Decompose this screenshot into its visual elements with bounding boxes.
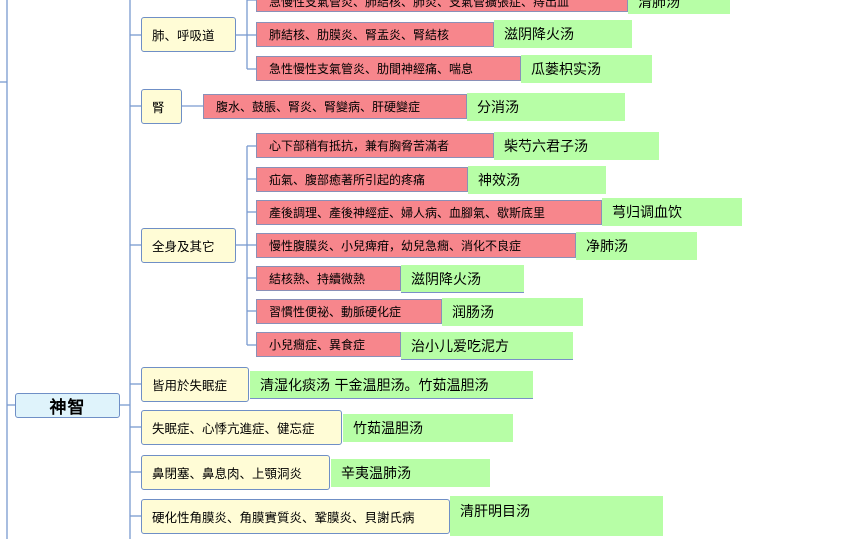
formula-label: 清肝明目汤 [460,504,530,520]
formula-label: 滋阴降火汤 [504,27,574,43]
formula-node[interactable]: 净肺汤 [576,232,697,260]
category-label: 全身及其它 [152,239,215,254]
formula-node[interactable]: 分消汤 [467,93,625,121]
symptom-node[interactable]: 心下部稍有抵抗，兼有胸脅苦滿者 [256,133,494,158]
formula-label: 瓜蒌枳实汤 [531,62,601,78]
symptom-node[interactable]: 慢性腹膜炎、小兒痺疳，幼兒急癇、消化不良症 [256,233,576,258]
symptom-node[interactable]: 急慢性支氣管炎、肺結核、肺炎、支氣管擴張症、痔出血 [256,0,628,12]
formula-node[interactable]: 瓜蒌枳实汤 [521,55,652,83]
root-label: 神智 [49,398,86,418]
formula-node[interactable]: 神效汤 [468,166,606,194]
symptom-label: 產後調理、產後神經症、婦人病、血腳氣、歇斯底里 [269,206,546,220]
symptom-label: 腹水、鼓脹、腎炎、腎變病、肝硬變症 [216,100,421,114]
category-label: 皆用於失眠症 [152,378,228,393]
formula-label: 润肠汤 [452,305,494,321]
category-kidney[interactable]: 腎 [141,89,182,124]
category-lung-airway[interactable]: 肺、呼吸道 [141,17,236,52]
formula-node[interactable]: 柴芍六君子汤 [494,132,659,160]
formula-label: 芎归调血饮 [612,205,682,221]
formula-label: 净肺汤 [586,239,628,255]
symptom-node[interactable]: 小兒癇症、異食症 [256,332,401,357]
formula-label: 清肺汤 [638,0,680,11]
root-node-shenzhi[interactable]: 神智 [15,393,120,418]
symptom-node[interactable]: 產後調理、產後神經症、婦人病、血腳氣、歇斯底里 [256,200,602,225]
formula-node[interactable]: 辛夷温肺汤 [331,459,490,487]
formula-node[interactable]: 清肝明目汤 [450,496,663,536]
symptom-node[interactable]: 疝氣、腹部癒著所引起的疼痛 [256,167,468,192]
formula-label: 治小儿爱吃泥方 [411,338,509,355]
symptom-label: 小兒癇症、異食症 [269,338,366,352]
category-insomnia-common[interactable]: 皆用於失眠症 [141,367,249,402]
formula-node[interactable]: 竹茹温胆汤 [343,414,513,442]
symptom-label: 習慣性便祕、動脈硬化症 [269,305,402,319]
formula-node[interactable]: 芎归调血饮 [602,198,742,226]
category-label: 鼻閉塞、鼻息肉、上顎洞炎 [152,466,303,481]
category-label: 腎 [152,100,165,115]
symptom-label: 肺結核、肋膜炎、腎盂炎、腎結核 [269,28,450,42]
symptom-label: 急慢性支氣管炎、肺結核、肺炎、支氣管擴張症、痔出血 [269,0,570,9]
formula-node[interactable]: 滋阴降火汤 [494,20,632,48]
symptom-label: 結核熱、持續微熱 [269,272,366,286]
category-label: 肺、呼吸道 [152,28,215,43]
symptom-label: 疝氣、腹部癒著所引起的疼痛 [269,173,426,187]
formula-label: 神效汤 [478,173,520,189]
formula-label: 分消汤 [477,100,519,116]
category-eye[interactable]: 硬化性角膜炎、角膜實質炎、鞏膜炎、貝謝氏病 [141,499,450,534]
formula-label: 柴芍六君子汤 [504,139,588,155]
category-insomnia-palpitation[interactable]: 失眠症、心悸亢進症、健忘症 [141,410,342,445]
symptom-label: 心下部稍有抵抗，兼有胸脅苦滿者 [269,139,450,153]
formula-label: 竹茹温胆汤 [353,421,423,437]
formula-node[interactable]: 滋阴降火汤 [401,265,524,293]
formula-label: 清湿化痰汤 干金温胆汤。竹茹温胆汤 [260,377,489,394]
symptom-node[interactable]: 肺結核、肋膜炎、腎盂炎、腎結核 [256,22,494,47]
symptom-node[interactable]: 結核熱、持續微熱 [256,266,401,291]
category-label: 硬化性角膜炎、角膜實質炎、鞏膜炎、貝謝氏病 [152,510,415,525]
category-nasal[interactable]: 鼻閉塞、鼻息肉、上顎洞炎 [141,455,330,490]
category-label: 失眠症、心悸亢進症、健忘症 [152,421,315,436]
category-whole-body[interactable]: 全身及其它 [141,228,236,263]
symptom-node[interactable]: 腹水、鼓脹、腎炎、腎變病、肝硬變症 [203,94,467,119]
formula-node[interactable]: 润肠汤 [442,298,583,326]
formula-node[interactable]: 治小儿爱吃泥方 [401,332,573,360]
symptom-label: 急性慢性支氣管炎、肋間神經痛、喘息 [269,62,474,76]
symptom-label: 慢性腹膜炎、小兒痺疳，幼兒急癇、消化不良症 [269,239,522,253]
symptom-node[interactable]: 習慣性便祕、動脈硬化症 [256,299,442,324]
symptom-node[interactable]: 急性慢性支氣管炎、肋間神經痛、喘息 [256,56,521,81]
formula-node[interactable]: 清湿化痰汤 干金温胆汤。竹茹温胆汤 [250,371,533,399]
formula-label: 滋阴降火汤 [411,271,481,288]
formula-node[interactable]: 清肺汤 [628,0,730,14]
formula-label: 辛夷温肺汤 [341,466,411,482]
